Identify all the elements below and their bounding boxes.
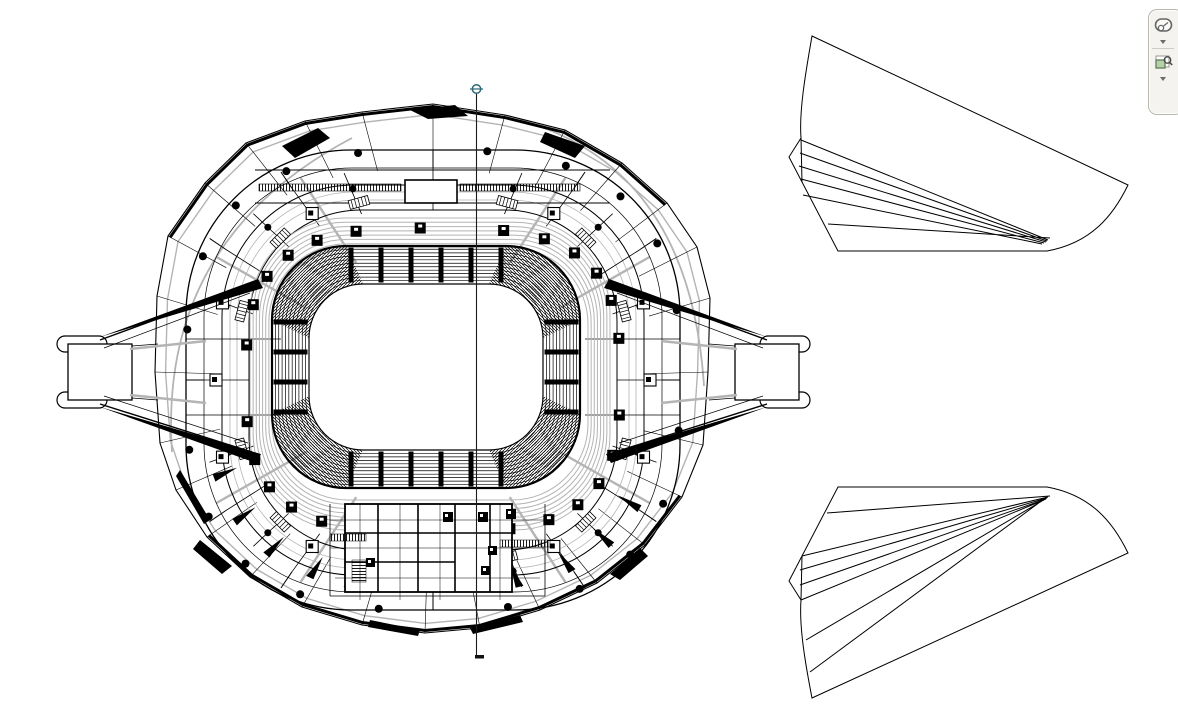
chevron-down-icon <box>1160 40 1166 44</box>
steering-wheel-dropdown[interactable] <box>1152 38 1174 46</box>
centerline[interactable] <box>470 84 484 659</box>
steering-wheel-button[interactable] <box>1152 14 1176 38</box>
zoom-button[interactable] <box>1152 51 1176 75</box>
roof-panel-edge-line <box>800 137 803 183</box>
navbar-divider <box>1152 48 1174 49</box>
navigation-bar <box>1148 9 1178 115</box>
centerline-end-tick <box>475 655 484 659</box>
roof-panel-detail-lower <box>788 486 1129 699</box>
roof-panel-outline <box>788 35 1129 252</box>
roof-panel-detail-upper <box>788 35 1129 252</box>
roof-panel-edge-line <box>800 555 803 601</box>
steering-wheel-icon <box>1154 18 1173 32</box>
zoom-region-icon <box>1155 55 1173 69</box>
zoom-dropdown[interactable] <box>1152 75 1174 83</box>
stadium-plan-view <box>56 103 811 636</box>
roof-panel-cable-lines <box>799 495 1051 673</box>
roof-panel-outline <box>788 486 1129 699</box>
chevron-down-icon <box>1160 77 1166 81</box>
roof-panel-cable-lines <box>798 139 1051 245</box>
